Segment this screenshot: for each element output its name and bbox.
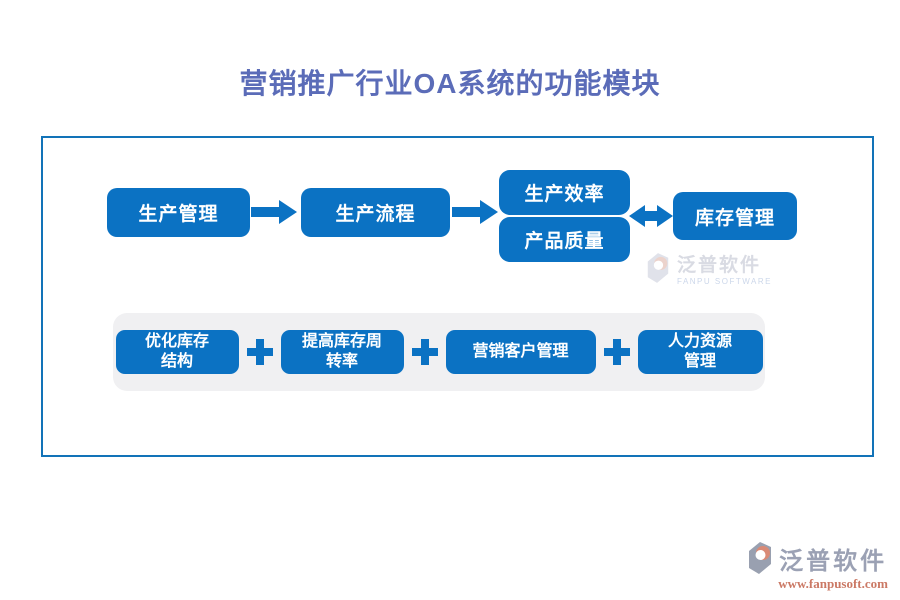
flow-box-production-efficiency: 生产效率 [499,170,630,215]
diagram-frame: 生产管理 生产流程 生产效率 产品质量 库存管理 泛普软件 FANPU SOFT… [41,136,874,457]
footer-logo: 泛普软件 www.fanpusoft.com [746,541,888,592]
footer-logo-url: www.fanpusoft.com [778,576,888,591]
fanpu-logo-icon [647,253,669,283]
flow-box-production-management: 生产管理 [107,188,250,237]
benefit-label: 人力资源 [667,333,732,350]
plus-icon [603,339,630,365]
arrow-right-icon [251,200,297,224]
benefit-box-optimize-inventory: 优化库存 结构 [115,330,239,374]
benefit-label: 结构 [160,353,193,370]
flow-box-product-quality: 产品质量 [499,217,630,262]
flow-stack-efficiency-quality: 生产效率 产品质量 [499,170,630,262]
benefit-label: 管理 [683,353,716,370]
benefit-label: 提高库存周 [301,333,382,350]
flow-box-inventory-management: 库存管理 [673,192,797,240]
page-title: 营销推广行业OA系统的功能模块 [239,68,661,99]
footer-logo-name: 泛普软件 [779,548,888,575]
flow-box-production-process: 生产流程 [301,188,450,237]
arrow-right-icon [452,200,498,224]
benefit-box-human-resources: 人力资源 管理 [637,330,763,374]
benefits-panel: 优化库存 结构 提高库存周 转率 营销客户管理 人力资源 管理 [113,313,765,391]
watermark: 泛普软件 FANPU SOFTWARE [645,250,772,286]
benefit-box-turnover-rate: 提高库存周 转率 [280,330,404,374]
benefit-label: 转率 [325,353,358,370]
benefit-box-marketing-customer: 营销客户管理 [445,330,596,374]
watermark-subtitle: FANPU SOFTWARE [677,277,772,286]
arrow-double-icon [629,205,673,227]
watermark-name: 泛普软件 [677,255,762,276]
benefit-label: 营销客户管理 [472,343,569,360]
fanpu-logo-icon [749,542,772,574]
benefit-label: 优化库存 [144,333,209,350]
plus-icon [411,339,438,365]
plus-icon [246,339,273,365]
